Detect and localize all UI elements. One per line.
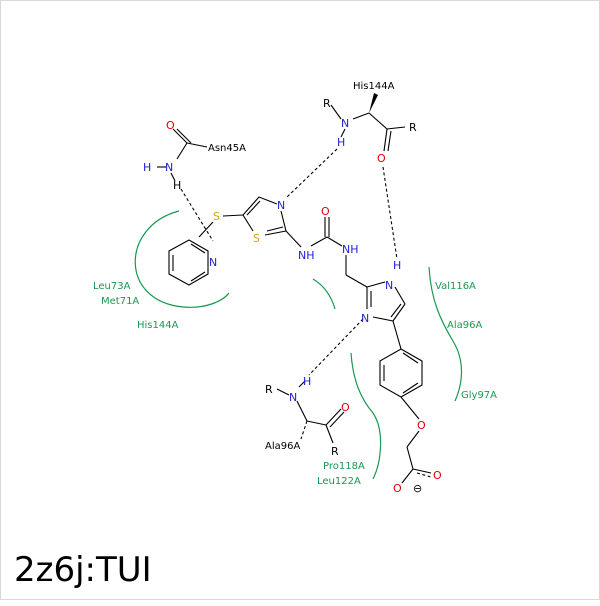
structure-title: 2z6j:TUI (14, 550, 152, 590)
thiazole-nitrogen: N (277, 199, 285, 212)
residue-asn45: Asn45A (208, 143, 246, 154)
arc-bottom-pocket (350, 352, 382, 480)
ala96-hydrogen: H (303, 375, 311, 388)
thiazole-sulfur: S (253, 232, 260, 245)
arc-right-pocket (428, 266, 463, 402)
atom-labels: O H N H R N H R O S N N S NH O NH N H N … (143, 97, 442, 495)
phenyl-ring (379, 348, 423, 398)
imidazole-nitrogen: N (361, 312, 369, 325)
pocket-leu73: Leu73A (93, 281, 131, 292)
pocket-leu122: Leu122A (317, 476, 361, 487)
hydrogen-bonds (180, 148, 398, 376)
pocket-ala96: Ala96A (447, 320, 482, 331)
hbond-ala96-imidazole (308, 318, 364, 376)
asn45-nitrogen: N (165, 161, 173, 174)
hbond-his144-o-imidazole (382, 166, 398, 260)
his144-hydrogen: H (337, 136, 345, 149)
carboxylate-charge: ⊖ (413, 482, 422, 495)
residue-ala96-bottom: Ala96A (265, 441, 300, 452)
his144-oxygen: O (377, 152, 386, 165)
his144-nitrogen: N (341, 117, 349, 130)
sulfur-linker: S (213, 210, 220, 223)
ala96-r: R (265, 383, 273, 396)
residue-labels: His144A Asn45A Ala96A (208, 81, 395, 452)
residue-his144-top: His144A (353, 81, 395, 92)
pyridine-nitrogen: N (209, 256, 217, 269)
urea-nitrogen-1: NH (298, 249, 315, 262)
urea-nitrogen-2: NH (342, 243, 359, 256)
pocket-gly97: Gly97A (461, 390, 497, 401)
pocket-his144: His144A (137, 320, 179, 331)
hbond-his144-thiazole (286, 148, 338, 198)
ala96-nitrogen: N (289, 391, 297, 404)
thiazole-ring (242, 196, 278, 232)
ether-oxygen: O (417, 419, 426, 432)
his144-r2: R (409, 121, 417, 134)
asn45-hydrogen: H (143, 161, 151, 174)
residue-bonds (157, 93, 406, 444)
carboxylate-oxygen-1: O (433, 469, 442, 482)
arc-center (312, 278, 336, 310)
urea-oxygen: O (321, 205, 330, 218)
ligand-bonds (168, 196, 432, 484)
hbond-asn45-pyridine (180, 188, 214, 242)
arc-left-pocket (134, 210, 230, 308)
imidazole-nitrogen-h: N (385, 279, 393, 292)
asn45-nitrogen-hydrogen: H (173, 179, 181, 192)
pocket-val116: Val116A (435, 281, 476, 292)
ala96-r2: R (331, 445, 339, 458)
pocket-met71: Met71A (101, 296, 139, 307)
hydrophobic-arcs (134, 210, 463, 480)
pocket-pro118: Pro118A (323, 461, 365, 472)
his144-r: R (323, 97, 331, 110)
imidazole-hydrogen: H (393, 259, 401, 272)
pyridine-ring (168, 239, 209, 286)
asn45-oxygen: O (166, 119, 175, 132)
carboxylate-oxygen-2: O (393, 482, 402, 495)
ala96-oxygen: O (341, 401, 350, 414)
pocket-labels: Leu73A Met71A His144A Val116A Ala96A Gly… (93, 281, 497, 487)
